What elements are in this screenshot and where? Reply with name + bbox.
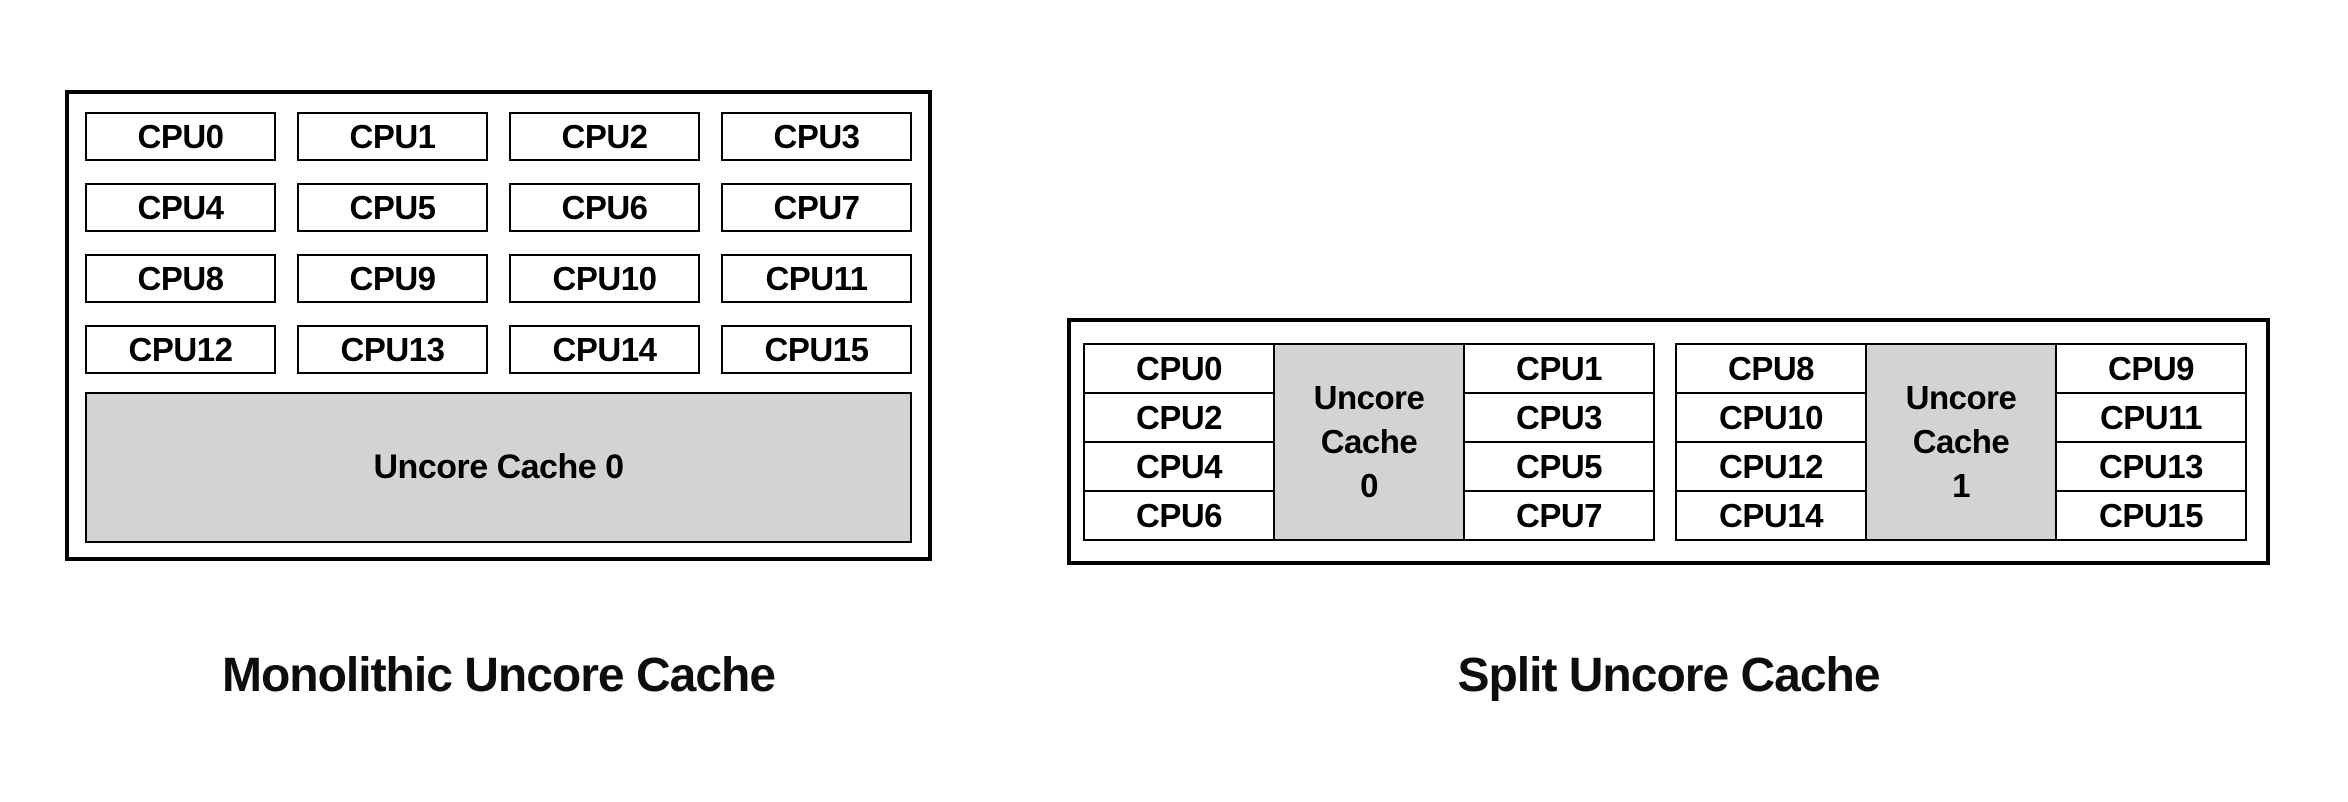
cache-label-line: Uncore: [1313, 379, 1425, 416]
cpu-box: CPU5: [297, 183, 488, 232]
cpu-box: CPU6: [1085, 490, 1273, 539]
cpu-box: CPU8: [85, 254, 276, 303]
split-caption: Split Uncore Cache: [1457, 648, 1880, 702]
cpu-box: CPU4: [85, 183, 276, 232]
cpu-box: CPU11: [721, 254, 912, 303]
cpu-box: CPU8: [1677, 345, 1865, 392]
cpu-box: CPU15: [2057, 490, 2245, 539]
cpu-box: CPU12: [85, 325, 276, 374]
uncore-cache-0-box: Uncore Cache 0: [85, 392, 912, 543]
cpu-box: CPU11: [2057, 392, 2245, 441]
split-uncore-diagram: CPU0 CPU2 CPU4 CPU6 Uncore Cache 0 CPU1 …: [1067, 318, 2270, 565]
cpu-box: CPU9: [2057, 345, 2245, 392]
cpu-box: CPU15: [721, 325, 912, 374]
cpu-box: CPU3: [1465, 392, 1653, 441]
cpu-column: CPU1 CPU3 CPU5 CPU7: [1463, 343, 1655, 541]
cache-label-line: 0: [1360, 467, 1378, 504]
cpu-box: CPU12: [1677, 441, 1865, 490]
cache-label-line: 1: [1952, 467, 1970, 504]
cpu-box: CPU10: [1677, 392, 1865, 441]
cpu-box: CPU14: [509, 325, 700, 374]
cpu-box: CPU9: [297, 254, 488, 303]
cache-label-line: Uncore: [1905, 379, 2017, 416]
cache-cluster-0: CPU0 CPU2 CPU4 CPU6 Uncore Cache 0 CPU1 …: [1083, 343, 1655, 541]
cpu-box: CPU7: [1465, 490, 1653, 539]
monolithic-uncore-diagram: CPU0 CPU1 CPU2 CPU3 CPU4 CPU5 CPU6 CPU7 …: [65, 90, 932, 561]
cpu-box: CPU14: [1677, 490, 1865, 539]
cpu-box: CPU6: [509, 183, 700, 232]
cpu-box: CPU0: [1085, 345, 1273, 392]
monolithic-caption: Monolithic Uncore Cache: [221, 648, 776, 702]
cpu-box: CPU4: [1085, 441, 1273, 490]
cache-label-line: Cache: [1320, 423, 1418, 460]
cpu-box: CPU10: [509, 254, 700, 303]
cpu-column: CPU0 CPU2 CPU4 CPU6: [1083, 343, 1275, 541]
cpu-box: CPU5: [1465, 441, 1653, 490]
cpu-box: CPU2: [509, 112, 700, 161]
cpu-box: CPU1: [1465, 345, 1653, 392]
cpu-box: CPU1: [297, 112, 488, 161]
cpu-box: CPU0: [85, 112, 276, 161]
cache-label-line: Cache: [1912, 423, 2010, 460]
cpu-box: CPU13: [297, 325, 488, 374]
cache-cluster-1: CPU8 CPU10 CPU12 CPU14 Uncore Cache 1 CP…: [1675, 343, 2247, 541]
cpu-grid: CPU0 CPU1 CPU2 CPU3 CPU4 CPU5 CPU6 CPU7 …: [85, 112, 912, 374]
uncore-cache-0-box: Uncore Cache 0: [1273, 343, 1465, 541]
uncore-cache-1-box: Uncore Cache 1: [1865, 343, 2057, 541]
cpu-column: CPU9 CPU11 CPU13 CPU15: [2055, 343, 2247, 541]
cpu-box: CPU3: [721, 112, 912, 161]
cpu-column: CPU8 CPU10 CPU12 CPU14: [1675, 343, 1867, 541]
cpu-box: CPU7: [721, 183, 912, 232]
cpu-box: CPU13: [2057, 441, 2245, 490]
cpu-box: CPU2: [1085, 392, 1273, 441]
